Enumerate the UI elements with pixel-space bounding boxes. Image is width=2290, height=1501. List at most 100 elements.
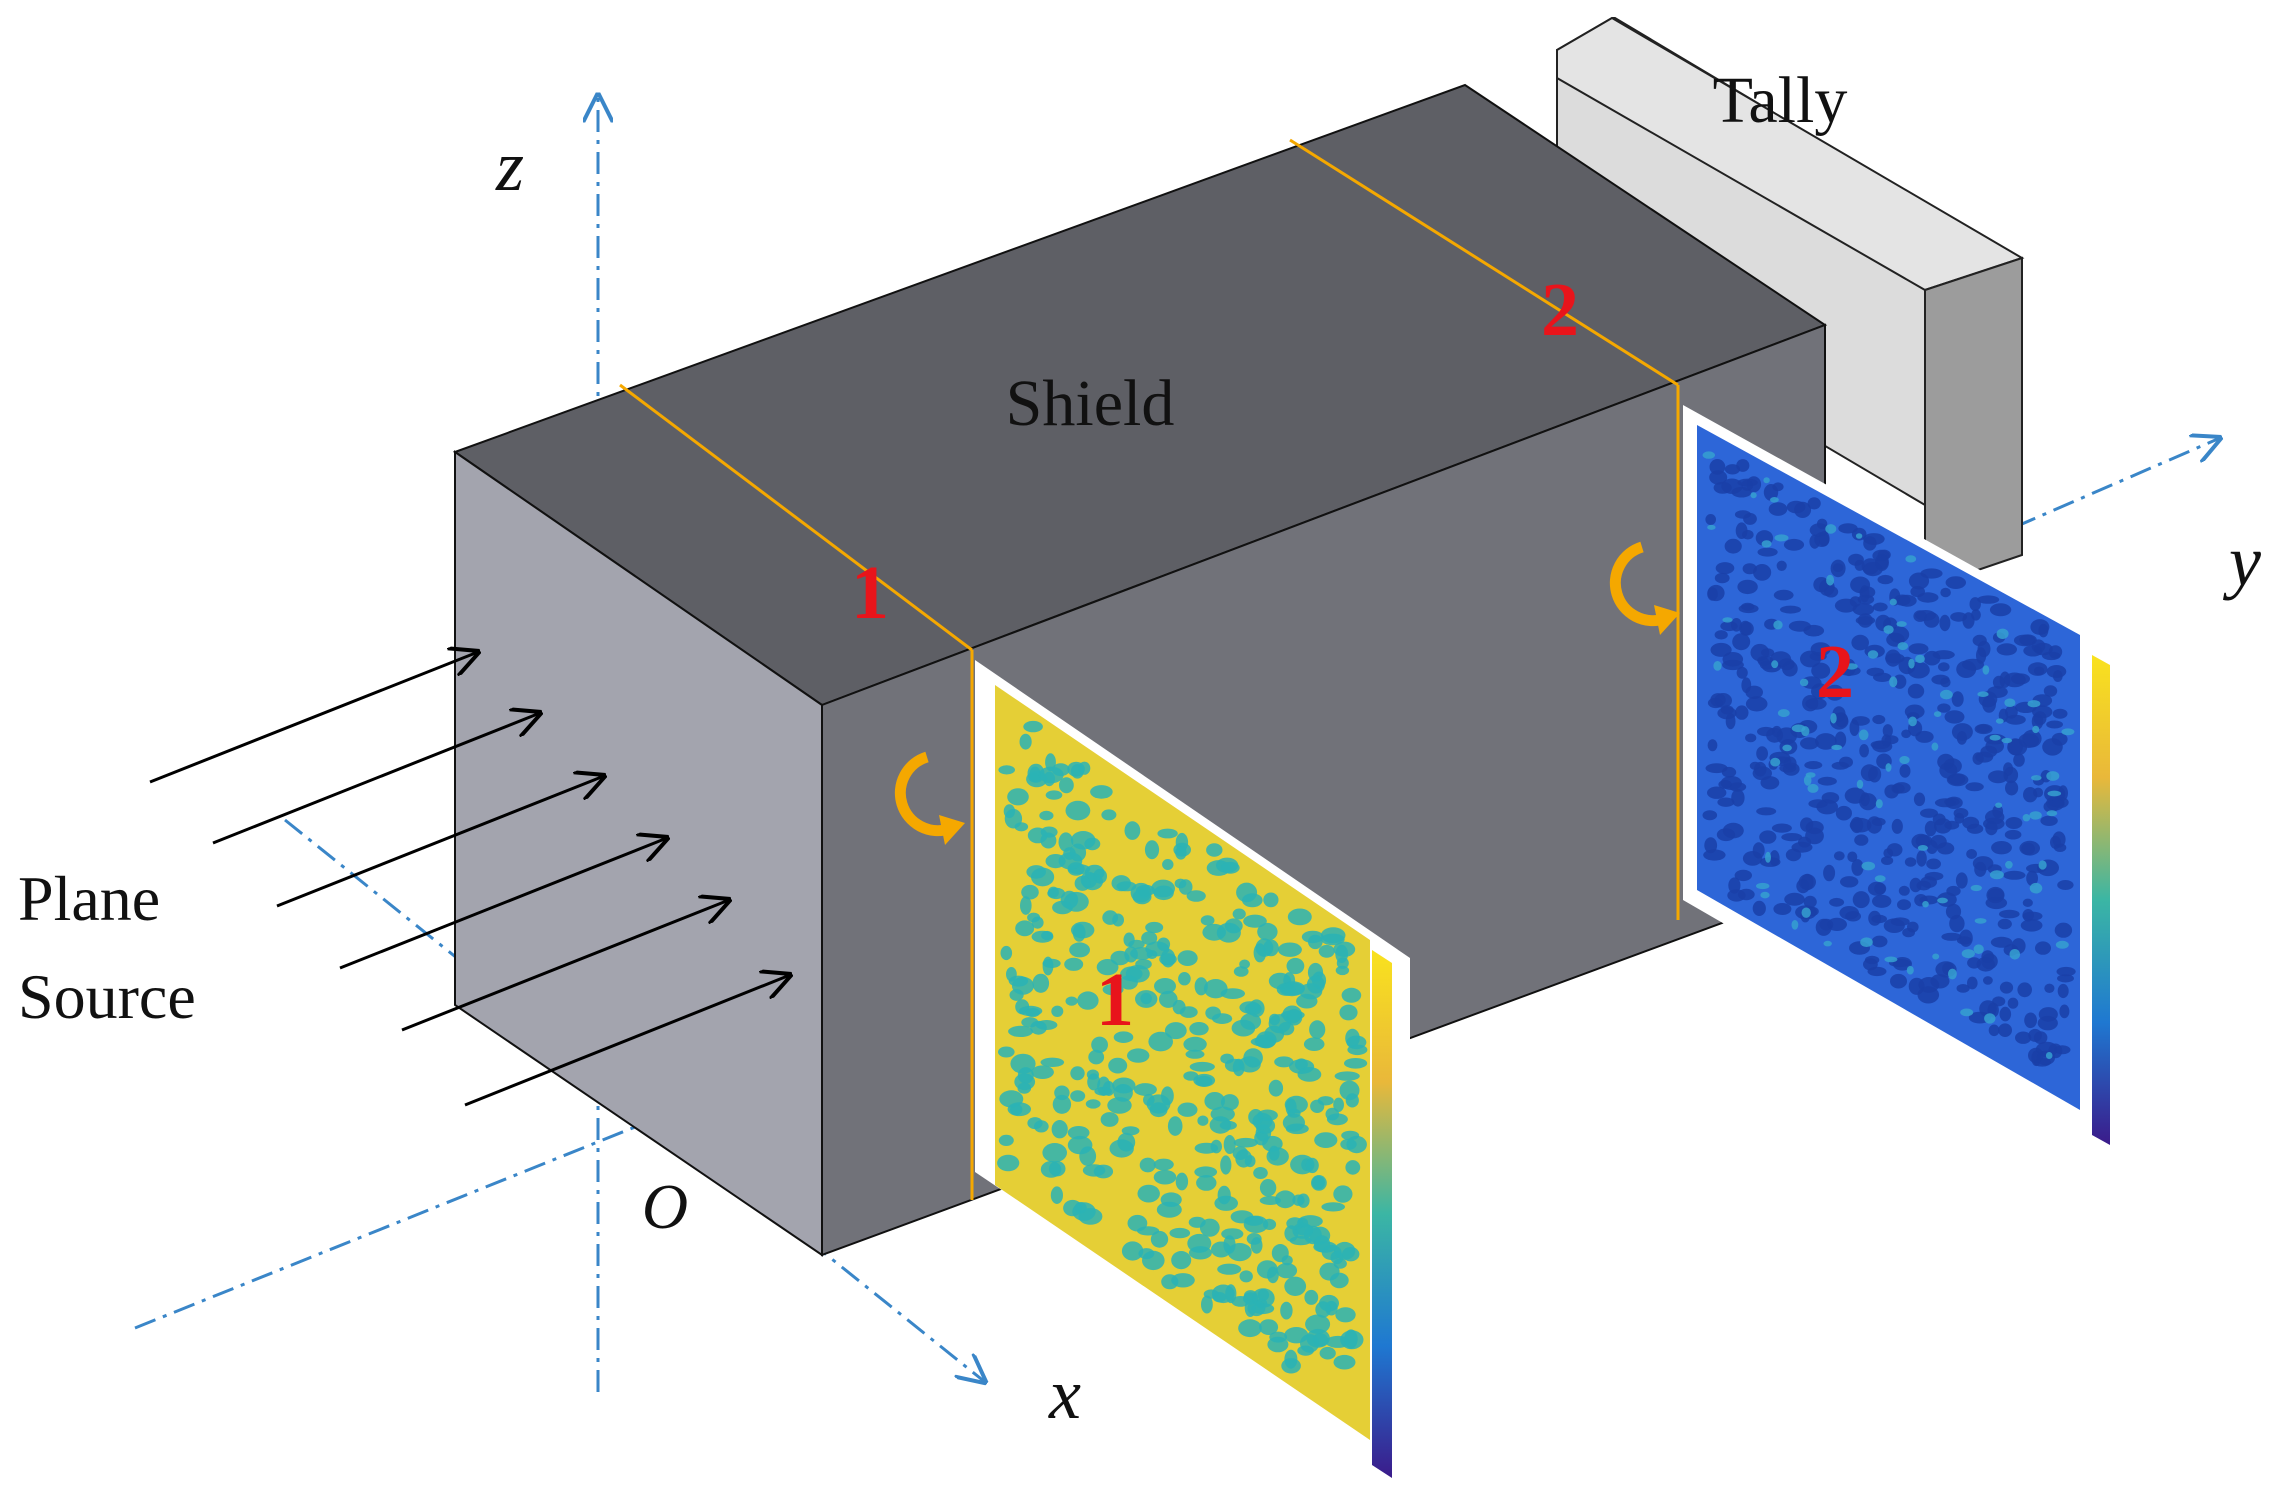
flux-speckle bbox=[1832, 563, 1844, 572]
flux-speckle bbox=[1972, 856, 1994, 871]
flux-speckle bbox=[1999, 981, 2014, 994]
flux-speckle bbox=[1312, 1175, 1325, 1190]
flux-speckle bbox=[1720, 621, 1738, 632]
flux-speckle bbox=[1238, 1319, 1262, 1338]
flux-speckle bbox=[1052, 1094, 1072, 1114]
y-axis-back bbox=[134, 1123, 641, 1330]
flux-speckle bbox=[1894, 594, 1911, 606]
flux-speckle bbox=[1852, 891, 1870, 909]
flux-speckle bbox=[1989, 603, 2012, 617]
flux-speckle bbox=[1236, 882, 1258, 903]
flux-speckle bbox=[1760, 891, 1770, 899]
flux-speckle bbox=[1010, 1053, 1036, 1074]
flux-speckle bbox=[1188, 1216, 1206, 1228]
flux-speckle bbox=[1850, 816, 1864, 834]
flux-speckle bbox=[1922, 901, 1929, 908]
flux-speckle bbox=[1027, 1117, 1043, 1130]
flux-speckle bbox=[1113, 1084, 1133, 1102]
flux-speckle bbox=[1977, 595, 2000, 604]
flux-speckle bbox=[1995, 802, 2003, 808]
flux-speckle bbox=[1296, 993, 1318, 1009]
flux-speckle bbox=[1945, 576, 1967, 589]
flux-speckle bbox=[1838, 523, 1858, 534]
flux-speckle bbox=[1183, 1036, 1207, 1052]
flux-speckle bbox=[2011, 673, 2030, 685]
flux-speckle bbox=[1286, 1217, 1304, 1230]
flux-speckle bbox=[1857, 613, 1873, 628]
section-line-1-top bbox=[619, 383, 973, 652]
flux-speckle bbox=[1713, 661, 1722, 671]
flux-speckle bbox=[1300, 1334, 1320, 1353]
flux-speckle bbox=[1916, 880, 1931, 891]
axis-label-y: y bbox=[2222, 521, 2261, 601]
flux-speckle bbox=[1890, 917, 1910, 926]
origin-label: O bbox=[642, 1171, 688, 1242]
flux-speckle bbox=[1982, 696, 1996, 713]
y-axis-front bbox=[2014, 438, 2220, 529]
flux-speckle bbox=[1067, 1135, 1093, 1155]
flux-speckle bbox=[1707, 524, 1716, 530]
flux-speckle bbox=[1848, 553, 1864, 566]
flux-speckle bbox=[1872, 740, 1893, 753]
flux-speckle bbox=[1335, 965, 1350, 976]
flux-speckle bbox=[2058, 785, 2069, 801]
flux-speckle bbox=[1757, 547, 1778, 557]
flux-speckle bbox=[2026, 870, 2038, 886]
flux-speckle bbox=[1130, 947, 1153, 960]
flux-speckle bbox=[998, 1046, 1015, 1058]
flux-speckle bbox=[1325, 1107, 1340, 1121]
flux-speckle bbox=[1127, 1048, 1150, 1063]
flux-speckle bbox=[1339, 1004, 1358, 1021]
flux-speckle bbox=[1917, 986, 1940, 1004]
flux-speckle bbox=[1077, 991, 1099, 1010]
flux-speckle bbox=[2007, 738, 2023, 756]
flux-speckle bbox=[1709, 470, 1728, 485]
flux-speckle bbox=[1825, 684, 1844, 701]
flux-speckle bbox=[1121, 1241, 1144, 1261]
flux-speckle bbox=[1917, 845, 1928, 851]
flux-speckle bbox=[1959, 929, 1973, 947]
flux-speckle bbox=[1771, 660, 1779, 669]
flux-speckle bbox=[1059, 777, 1074, 794]
flux-speckle bbox=[1262, 1218, 1277, 1230]
flux-speckle bbox=[1931, 742, 1939, 751]
flux-speckle bbox=[1823, 864, 1836, 882]
flux-speckle bbox=[1781, 833, 1803, 842]
flux-speckle bbox=[1899, 764, 1911, 778]
flux-speckle bbox=[1966, 823, 1984, 834]
flux-speckle bbox=[2017, 982, 2032, 998]
flux-speckle bbox=[1102, 983, 1124, 996]
flux-speckle bbox=[1863, 958, 1878, 971]
flux-speckle bbox=[1872, 714, 1886, 725]
flux-speckle bbox=[1090, 785, 1113, 799]
flux-speckle bbox=[1280, 1301, 1293, 1320]
flux-speckle bbox=[1070, 1090, 1086, 1102]
flux-speckle bbox=[1153, 1169, 1177, 1185]
flux-speckle bbox=[1847, 851, 1858, 863]
flux-speckle bbox=[1982, 665, 1990, 675]
flux-speckle bbox=[1232, 1146, 1249, 1160]
flux-speckle bbox=[1815, 918, 1832, 936]
flux-speckle bbox=[2046, 720, 2063, 729]
flux-speckle bbox=[1881, 856, 1894, 865]
flux-speckle bbox=[1953, 808, 1969, 819]
flux-speckle bbox=[1851, 859, 1864, 876]
flux-speckle bbox=[1991, 841, 2012, 855]
flux-speckle bbox=[2054, 1045, 2071, 1055]
flux-speckle bbox=[997, 1154, 1020, 1172]
right-arrow-icon bbox=[149, 652, 478, 784]
flux-speckle bbox=[1078, 761, 1091, 775]
flux-speckle bbox=[1892, 782, 1911, 794]
flux-speckle bbox=[1058, 832, 1074, 852]
flux-speckle bbox=[2059, 1004, 2070, 1019]
flux-speckle bbox=[1845, 663, 1858, 670]
flux-speckle bbox=[1169, 1227, 1191, 1239]
flux-speckle bbox=[2024, 1012, 2037, 1029]
flux-speckle bbox=[1102, 1081, 1115, 1096]
flux-speckle bbox=[2033, 711, 2047, 726]
flux-speckle bbox=[1178, 972, 1191, 986]
flux-speckle bbox=[2022, 911, 2043, 921]
flux-speckle bbox=[1306, 975, 1325, 994]
flux-speckle bbox=[1989, 870, 2004, 880]
flux-speckle bbox=[1845, 911, 1861, 922]
